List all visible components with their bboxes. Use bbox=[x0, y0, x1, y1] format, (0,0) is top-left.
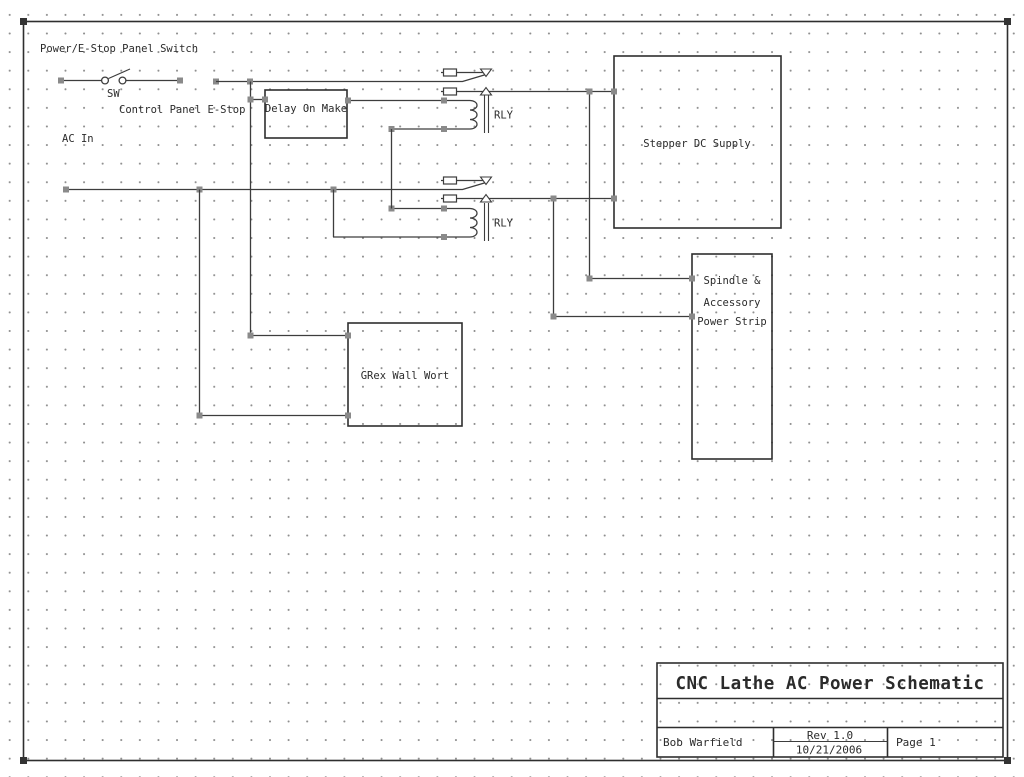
contact-point-up-icon bbox=[479, 193, 493, 203]
ac-neutral-wire bbox=[63, 181, 487, 193]
border-handle-bottom-right[interactable] bbox=[1004, 757, 1011, 764]
terminal bbox=[611, 195, 617, 202]
relay1-contact[interactable] bbox=[441, 68, 614, 96]
grex-box-outline bbox=[347, 322, 463, 427]
delay-box[interactable]: Delay On Make bbox=[262, 89, 351, 139]
coil-core-bars bbox=[483, 203, 490, 241]
stepper-box-outline bbox=[613, 55, 782, 229]
border-handle-top-right[interactable] bbox=[1004, 18, 1011, 25]
terminal bbox=[262, 96, 268, 103]
spindle-box[interactable]: Spindle & Accessory Power Strip bbox=[689, 253, 773, 460]
title-block[interactable]: CNC Lathe AC Power Schematic Bob Warfiel… bbox=[656, 662, 1004, 758]
wire-relay1-to-spindle bbox=[588, 91, 692, 280]
contact-point-up-icon bbox=[479, 86, 493, 96]
page-border bbox=[20, 18, 1011, 764]
spindle-box-label-line3: Power Strip bbox=[697, 316, 767, 328]
junction bbox=[550, 195, 557, 202]
relay1-label: RLY bbox=[494, 110, 514, 122]
author-label: Bob Warfield bbox=[663, 736, 742, 749]
junction bbox=[586, 88, 593, 95]
terminal bbox=[58, 77, 64, 84]
page-border-rect bbox=[22, 20, 1009, 762]
spindle-box-label-line2: Accessory bbox=[704, 297, 761, 309]
relay2-contact[interactable] bbox=[441, 176, 614, 203]
contact-point-down-icon bbox=[479, 176, 493, 186]
terminal bbox=[345, 332, 351, 339]
page-number-label: Page 1 bbox=[896, 736, 936, 749]
contact-point-down-icon bbox=[479, 68, 493, 78]
coil-core-bars bbox=[483, 95, 490, 133]
border-handle-bottom-left[interactable] bbox=[20, 757, 27, 764]
wire-neutral-to-grex bbox=[198, 189, 348, 417]
contact-terminal bbox=[442, 87, 458, 96]
terminal bbox=[63, 186, 69, 193]
heading-label: Power/E-Stop Panel Switch bbox=[40, 43, 198, 55]
title-block-outline bbox=[656, 662, 1004, 758]
grex-box[interactable]: GRex Wall Wort bbox=[345, 322, 463, 427]
junction bbox=[247, 332, 254, 339]
switch-ref-label: SW bbox=[107, 88, 120, 100]
junction bbox=[586, 275, 593, 282]
switch-pole-right bbox=[118, 76, 127, 85]
spindle-box-outline bbox=[691, 253, 773, 460]
terminal bbox=[345, 412, 351, 419]
terminal bbox=[689, 275, 695, 282]
terminal bbox=[689, 313, 695, 320]
border-handle-top-left[interactable] bbox=[20, 18, 27, 25]
coil-windings bbox=[469, 207, 478, 238]
terminal bbox=[441, 234, 447, 240]
wire-segment bbox=[66, 181, 487, 191]
contact-terminal bbox=[442, 68, 458, 77]
estop-switch[interactable] bbox=[100, 68, 131, 85]
spindle-box-label-line1: Spindle & bbox=[704, 275, 762, 287]
ac-in-label: AC In bbox=[62, 133, 94, 145]
junction bbox=[550, 313, 557, 320]
terminal bbox=[611, 88, 617, 95]
junction bbox=[196, 412, 203, 419]
delay-box-label: Delay On Make bbox=[265, 103, 347, 115]
relay2-label: RLY bbox=[494, 218, 514, 230]
switch-name-label: Control Panel E-Stop bbox=[119, 104, 245, 116]
drawing-title: CNC Lathe AC Power Schematic bbox=[675, 674, 984, 694]
wire-segment bbox=[216, 73, 487, 83]
contact-terminal bbox=[442, 194, 458, 203]
relay2-coil[interactable] bbox=[333, 203, 490, 241]
date-label: 10/21/2006 bbox=[796, 744, 862, 757]
stepper-box-label: Stepper DC Supply bbox=[643, 138, 750, 150]
wire-relay2-to-spindle bbox=[552, 198, 692, 318]
coil-windings bbox=[469, 99, 478, 130]
stepper-box[interactable]: Stepper DC Supply bbox=[611, 55, 782, 229]
terminal bbox=[177, 77, 183, 84]
switch-blade bbox=[108, 68, 131, 80]
terminal bbox=[345, 97, 351, 104]
terminal bbox=[441, 126, 447, 132]
interconnect-wires bbox=[196, 81, 692, 419]
terminal bbox=[441, 205, 447, 212]
relay1-coil[interactable] bbox=[349, 95, 490, 133]
junction bbox=[247, 96, 254, 103]
delay-box-outline bbox=[264, 89, 348, 139]
terminal bbox=[441, 97, 447, 104]
switch-pole-left bbox=[100, 76, 110, 85]
grex-box-label: GRex Wall Wort bbox=[361, 370, 450, 382]
contact-terminal bbox=[442, 176, 458, 185]
revision-label: Rev 1.0 bbox=[807, 729, 853, 742]
